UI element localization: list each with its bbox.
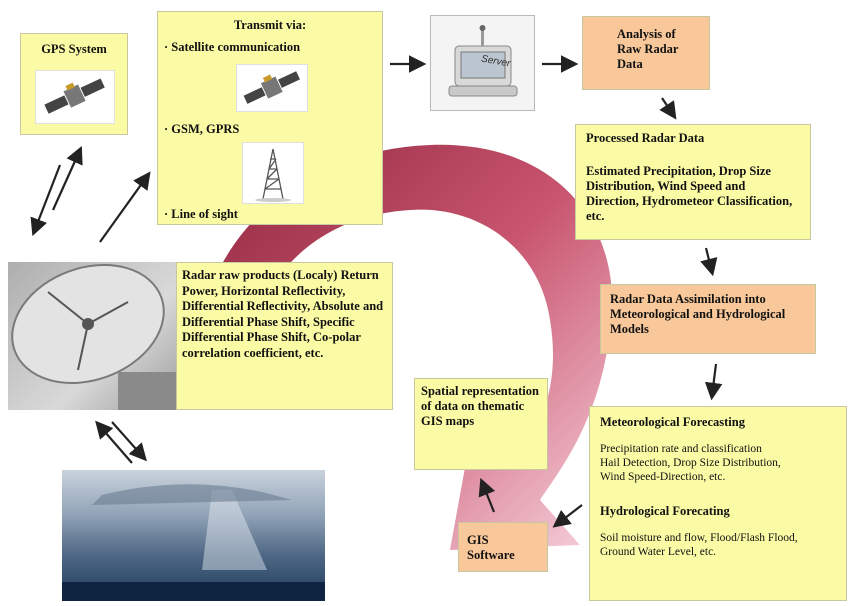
processed-body: Estimated Precipitation, Drop Size Distr…	[586, 164, 793, 223]
transmit-item-los: · Line of sight	[164, 207, 238, 221]
transmit-item-satellite: · Satellite communication	[164, 40, 301, 54]
server-computer-icon	[448, 25, 518, 97]
analysis-box: Analysis of Raw Radar Data	[582, 16, 710, 90]
hyd-forecast-line: Ground Water Level, etc.	[600, 546, 717, 558]
analysis-line: Data	[617, 57, 643, 71]
cell-tower-image	[242, 142, 304, 204]
gis-software-box: GIS Software	[458, 522, 548, 572]
processed-radar-box: Processed Radar Data Estimated Precipita…	[575, 124, 811, 240]
forecasting-box: Meteorological Forecasting Precipitation…	[589, 406, 847, 601]
analysis-text: Analysis of Raw Radar Data	[617, 27, 678, 72]
gis-line: Software	[467, 548, 515, 562]
met-forecast-lines: Precipitation rate and classification Ha…	[600, 442, 836, 484]
gps-system-box: GPS System	[20, 33, 128, 135]
met-forecast-line: Precipitation rate and classification	[600, 443, 762, 455]
radar-raw-products-text: Radar raw products (Localy) Return Power…	[182, 268, 384, 360]
analysis-line: Analysis of	[617, 27, 676, 41]
spatial-text: Spatial representation of data on themat…	[421, 384, 539, 428]
spatial-representation-box: Spatial representation of data on themat…	[414, 378, 548, 470]
radar-dish-icon	[11, 264, 178, 410]
gis-line: GIS	[467, 533, 489, 547]
hyd-forecast-title: Hydrological Forecating	[600, 504, 730, 518]
gps-system-title: GPS System	[41, 42, 107, 56]
radar-raw-products-box: Radar raw products (Localy) Return Power…	[176, 262, 393, 410]
assimilation-box: Radar Data Assimilation into Meteorologi…	[600, 284, 816, 354]
server-box: Server	[430, 15, 535, 111]
analysis-line: Raw Radar	[617, 42, 679, 56]
cell-tower-icon	[255, 148, 291, 202]
hyd-forecast-lines: Soil moisture and flow, Flood/Flash Floo…	[600, 531, 836, 559]
hyd-forecast-line: Soil moisture and flow, Flood/Flash Floo…	[600, 532, 798, 544]
satellite-image	[236, 64, 308, 112]
satellite-icon	[44, 78, 105, 114]
assimilation-text: Radar Data Assimilation into Meteorologi…	[610, 292, 786, 336]
rain-shaft-graphic	[62, 484, 325, 601]
sky-clouds-image	[62, 470, 325, 601]
met-forecast-title: Meteorological Forecasting	[600, 415, 745, 429]
transmit-item-gsm: · GSM, GPRS	[164, 122, 240, 136]
gis-text: GIS Software	[467, 533, 515, 563]
met-forecast-line: Wind Speed-Direction, etc.	[600, 471, 726, 483]
met-forecast-line: Hail Detection, Drop Size Distribution,	[600, 457, 781, 469]
transmit-box: Transmit via: · Satellite communication …	[157, 11, 383, 225]
satellite-icon	[243, 71, 300, 104]
radar-dish-image	[8, 262, 183, 410]
gps-satellite-image	[35, 70, 115, 124]
processed-title: Processed Radar Data	[586, 131, 705, 145]
transmit-title: Transmit via:	[233, 18, 307, 32]
